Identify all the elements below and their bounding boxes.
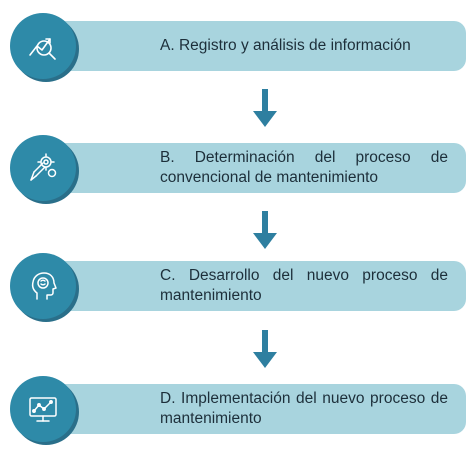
head-brain-icon [10, 253, 76, 319]
step-d-bar: D. Implementación del nuevo proceso de m… [60, 384, 466, 434]
step-b-bar: B. Determinación del proceso de convenci… [60, 143, 466, 193]
step-a-bar: A. Registro y análisis de información [60, 21, 466, 71]
monitor-chart-icon [10, 376, 76, 442]
step-b-label: B. Determinación del proceso de convenci… [160, 148, 448, 186]
chart-analysis-icon [10, 13, 76, 79]
step-c: C. Desarrollo del nuevo proceso de mante… [10, 253, 476, 319]
step-a-label: A. Registro y análisis de información [160, 36, 411, 54]
step-a: A. Registro y análisis de información [10, 13, 476, 79]
down-arrow-1 [253, 89, 277, 127]
step-c-bar: C. Desarrollo del nuevo proceso de mante… [60, 261, 466, 311]
step-b: B. Determinación del proceso de convenci… [10, 135, 476, 201]
step-d-label: D. Implementación del nuevo proceso de m… [160, 389, 448, 427]
step-c-label: C. Desarrollo del nuevo proceso de mante… [160, 266, 448, 304]
down-arrow-3 [253, 330, 277, 368]
gears-pencil-icon [10, 135, 76, 201]
down-arrow-2 [253, 211, 277, 249]
step-d: D. Implementación del nuevo proceso de m… [10, 376, 476, 442]
